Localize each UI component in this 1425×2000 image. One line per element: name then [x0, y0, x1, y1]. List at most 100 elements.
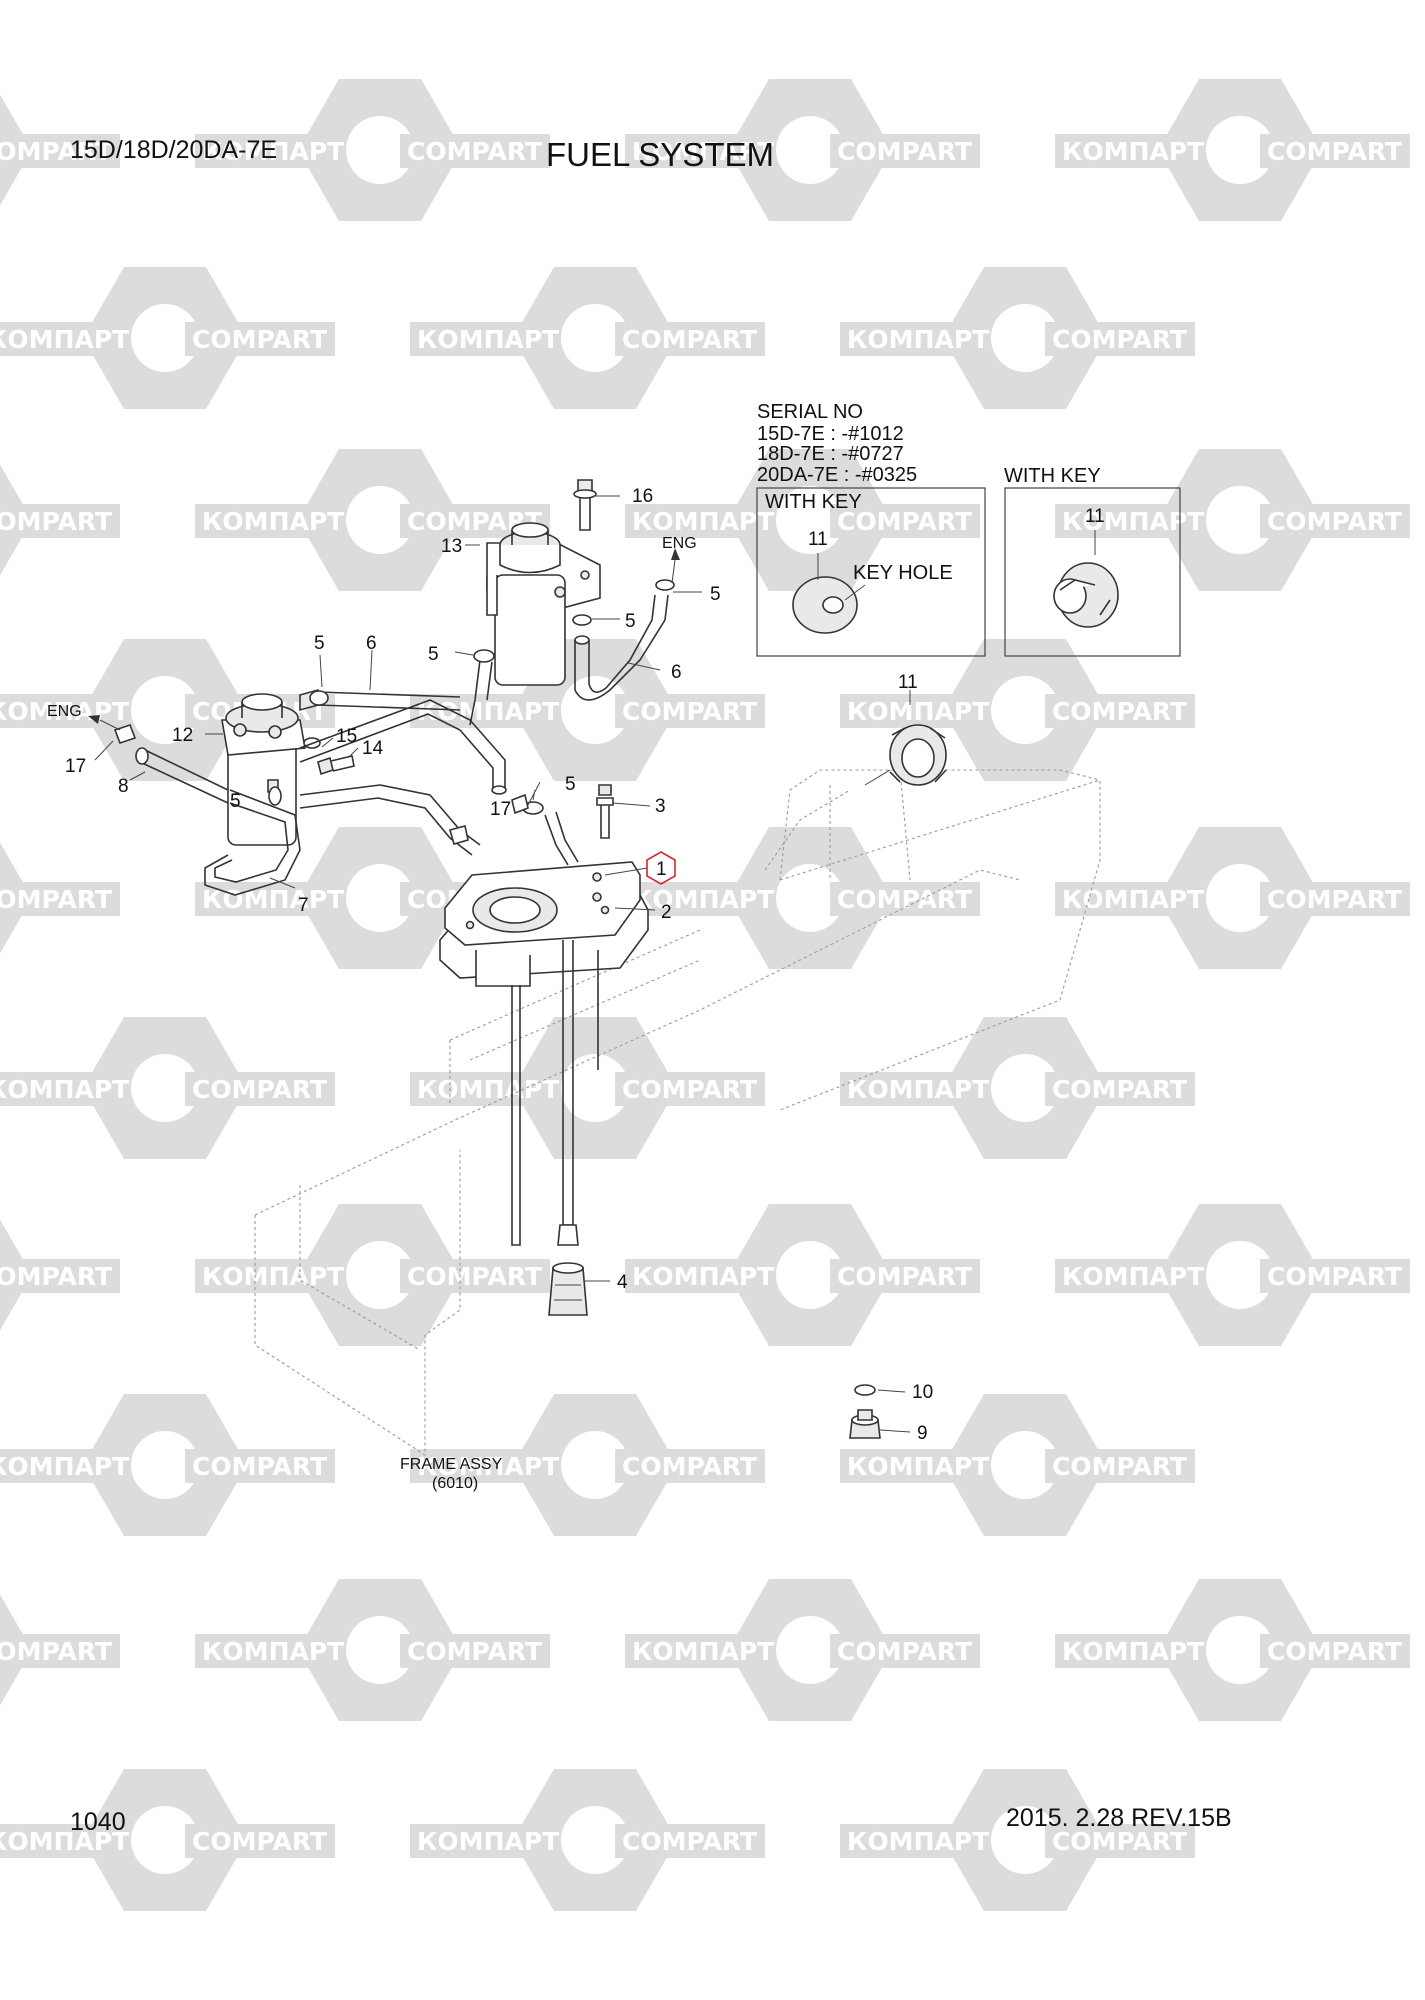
svg-text:COMPART: COMPART [0, 507, 112, 536]
callout-10: 10 [912, 1382, 933, 1403]
svg-text:КОМПАРТ: КОМПАРТ [632, 885, 774, 914]
drain-plug [849, 1384, 881, 1439]
fuel-cap-11 [864, 724, 947, 786]
callout-7: 7 [298, 895, 309, 916]
frame-assy-outline [254, 769, 1101, 1457]
callout-13: 13 [441, 536, 462, 557]
svg-text:КОМПАРТ: КОМПАРТ [417, 1452, 559, 1481]
watermark-tile: КОМПАРТ COMPART [625, 1579, 980, 1721]
svg-text:COMPART: COMPART [837, 1262, 972, 1291]
serial-line-2: 18D-7E : -#0727 [757, 443, 904, 465]
svg-text:COMPART: COMPART [407, 137, 542, 166]
fuel-hoses [135, 594, 669, 896]
callout-6a: 6 [366, 633, 377, 654]
svg-text:КОМПАРТ: КОМПАРТ [847, 1827, 989, 1856]
svg-text:КОМПАРТ: КОМПАРТ [1062, 1262, 1204, 1291]
key-hole-label: KEY HOLE [853, 562, 953, 584]
watermark-tile: КОМПАРТ COMPART [1055, 1204, 1410, 1346]
svg-text:COMPART: COMPART [1052, 325, 1187, 354]
callout-5b: 5 [625, 611, 636, 632]
frame-assy-code: (6010) [432, 1475, 478, 1492]
svg-text:COMPART: COMPART [192, 325, 327, 354]
callout-5f: 5 [565, 774, 576, 795]
eng-label-left: ENG [47, 703, 82, 720]
callout-3: 3 [655, 796, 666, 817]
svg-text:COMPART: COMPART [1267, 1262, 1402, 1291]
svg-text:COMPART: COMPART [192, 1827, 327, 1856]
eng-label-top: ENG [662, 535, 697, 552]
inset-left-title: WITH KEY [765, 491, 862, 513]
svg-text:COMPART: COMPART [0, 1262, 112, 1291]
inset-box-right: WITH KEY 11 [1004, 465, 1181, 657]
svg-text:COMPART: COMPART [837, 885, 972, 914]
page-number: 1040 [70, 1808, 126, 1836]
model-title: 15D/18D/20DA-7E [70, 136, 278, 164]
svg-text:COMPART: COMPART [1267, 507, 1402, 536]
callout-9: 9 [917, 1423, 928, 1444]
svg-text:КОМПАРТ: КОМПАРТ [632, 1637, 774, 1666]
svg-text:КОМПАРТ: КОМПАРТ [202, 1637, 344, 1666]
svg-text:КОМПАРТ: КОМПАРТ [632, 137, 774, 166]
svg-text:КОМПАРТ: КОМПАРТ [202, 507, 344, 536]
watermark-tile: КОМПАРТ COMPART [195, 1204, 550, 1346]
serial-number-block: SERIAL NO 15D-7E : -#1012 18D-7E : -#072… [757, 401, 917, 486]
fuel-filter-12 [221, 688, 355, 846]
inset-left-callout: 11 [808, 529, 828, 550]
svg-text:COMPART: COMPART [1052, 697, 1187, 726]
callout-12: 12 [172, 725, 193, 746]
callout-15: 15 [336, 726, 357, 747]
svg-text:COMPART: COMPART [837, 507, 972, 536]
inset-right-title: WITH KEY [1004, 465, 1101, 487]
fuel-filter-13 [486, 479, 601, 686]
svg-text:КОМПАРТ: КОМПАРТ [202, 885, 344, 914]
svg-text:КОМПАРТ: КОМПАРТ [0, 325, 129, 354]
svg-text:COMPART: COMPART [0, 1637, 112, 1666]
sender-unit [439, 784, 649, 1316]
svg-text:COMPART: COMPART [407, 1637, 542, 1666]
page-title: FUEL SYSTEM [546, 136, 774, 173]
svg-text:КОМПАРТ: КОМПАРТ [417, 1075, 559, 1104]
svg-text:КОМПАРТ: КОМПАРТ [847, 1452, 989, 1481]
callout-2: 2 [661, 902, 672, 923]
serial-line-1: 15D-7E : -#1012 [757, 423, 904, 445]
inset-box-left: WITH KEY 11 KEY HOLE [756, 487, 986, 657]
svg-text:КОМПАРТ: КОМПАРТ [0, 697, 129, 726]
callout-4: 4 [617, 1272, 628, 1293]
svg-text:КОМПАРТ: КОМПАРТ [632, 507, 774, 536]
callout-5c: 5 [428, 644, 439, 665]
callout-8: 8 [118, 776, 129, 797]
svg-text:COMPART: COMPART [1052, 1827, 1187, 1856]
svg-text:КОМПАРТ: КОМПАРТ [417, 1827, 559, 1856]
svg-text:КОМПАРТ: КОМПАРТ [417, 325, 559, 354]
svg-text:COMPART: COMPART [837, 1637, 972, 1666]
callout-5d: 5 [314, 633, 325, 654]
svg-text:COMPART: COMPART [837, 137, 972, 166]
watermark-tile: КОМПАРТ COMPART [195, 79, 550, 221]
watermark-tile: КОМПАРТ COMPART [625, 449, 980, 591]
callout-1: 1 [656, 859, 667, 880]
svg-text:COMPART: COMPART [407, 1262, 542, 1291]
svg-text:КОМПАРТ: КОМПАРТ [202, 137, 344, 166]
svg-text:КОМПАРТ: КОМПАРТ [202, 1262, 344, 1291]
watermark-tile: КОМПАРТ COMPART [625, 827, 980, 969]
svg-text:COMPART: COMPART [0, 137, 112, 166]
callout-5e: 5 [230, 791, 241, 812]
svg-text:КОМПАРТ: КОМПАРТ [0, 1452, 129, 1481]
callout-16: 16 [632, 486, 653, 507]
svg-text:КОМПАРТ: КОМПАРТ [847, 1075, 989, 1104]
